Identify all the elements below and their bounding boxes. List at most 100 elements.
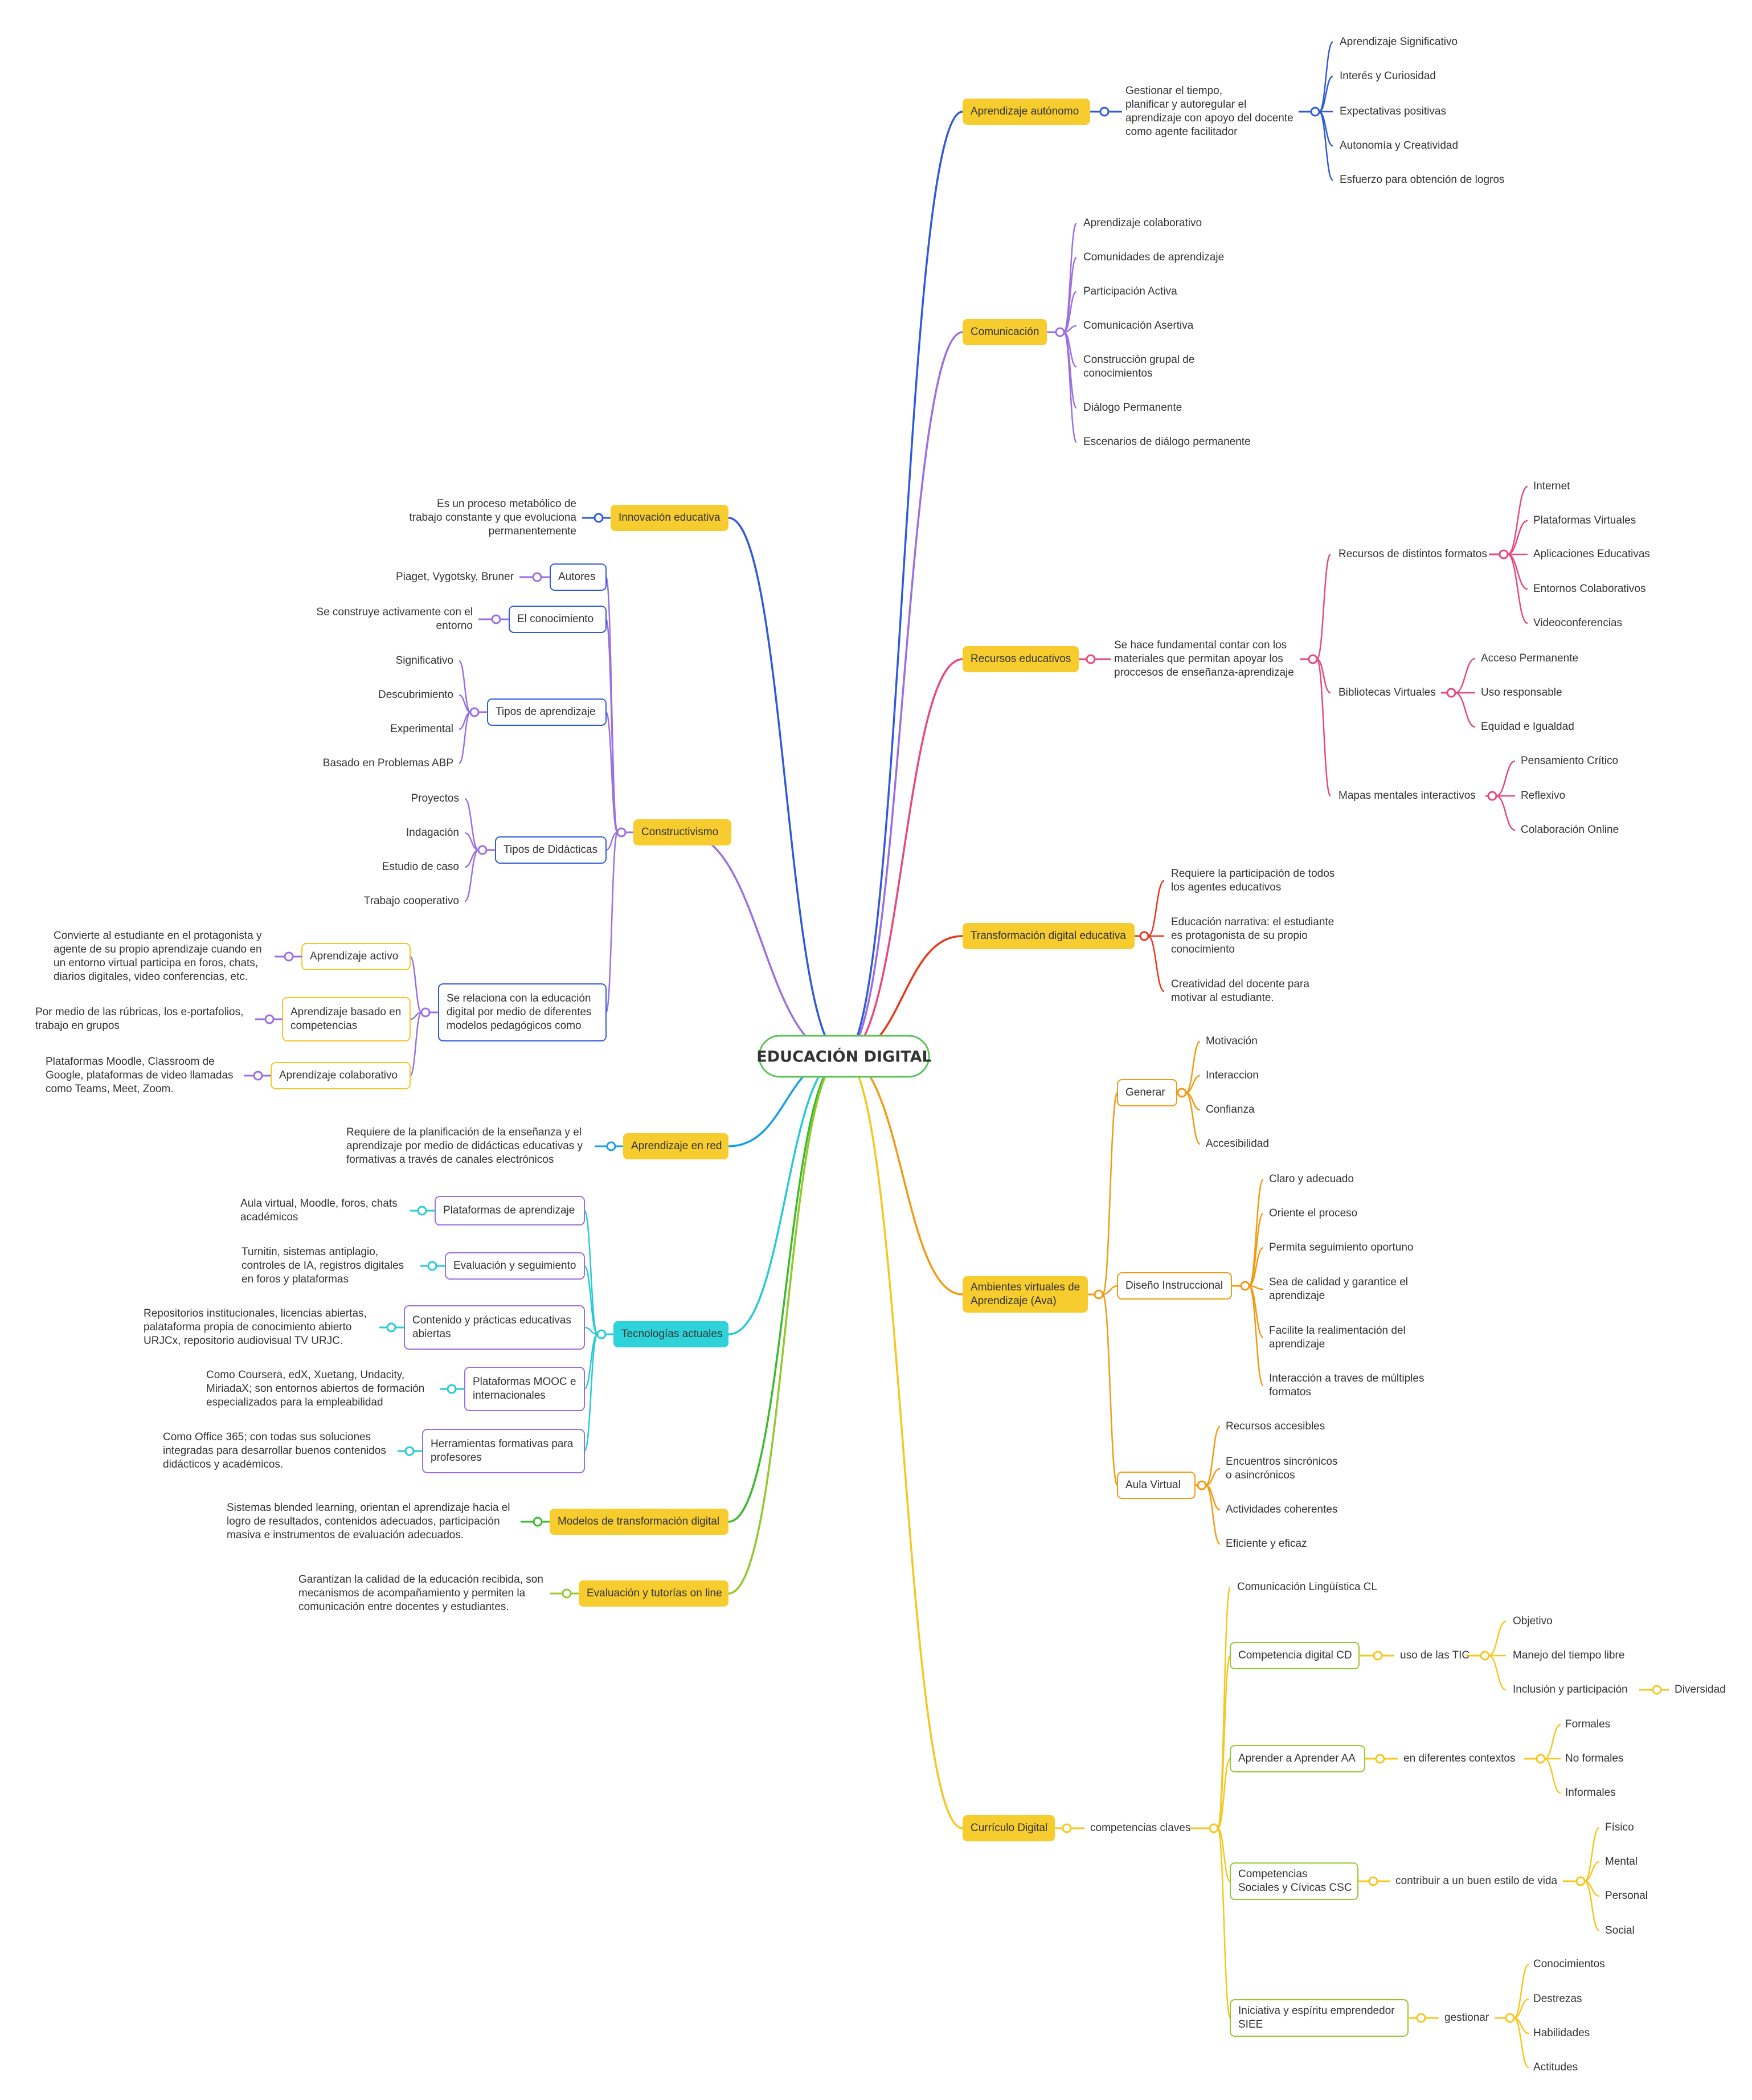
curriculo-cd[interactable]: Competencia digital CD [1230,1642,1360,1669]
collapse-toggle[interactable] [1575,1876,1586,1886]
collapse-toggle[interactable] [1652,1685,1662,1695]
collapse-toggle[interactable] [1308,654,1318,664]
node-comunicacion[interactable]: Comunicación [963,319,1047,345]
collapse-toggle[interactable] [1480,1650,1490,1661]
collapse-toggle[interactable] [593,513,604,523]
node-evaluacion-tutorias[interactable]: Evaluación y tutorías on line [579,1580,728,1607]
collapse-toggle[interactable] [1368,1876,1378,1886]
curriculo-aa[interactable]: Aprender a Aprender AA [1230,1745,1365,1772]
collapse-toggle[interactable] [469,707,480,717]
node-aprendizaje-en-red[interactable]: Aprendizaje en red [623,1133,728,1159]
collapse-toggle[interactable] [1446,688,1456,698]
ava-group-1[interactable]: Diseño Instruccional [1117,1272,1232,1300]
collapse-toggle[interactable] [1375,1754,1385,1764]
collapse-toggle[interactable] [253,1071,263,1081]
curriculo-csc-item-line: Mental [1605,1856,1638,1868]
relacion-modelo-2[interactable]: Aprendizaje colaborativo [271,1062,411,1089]
node-constructivismo[interactable]: Constructivismo [633,819,731,845]
collapse-toggle[interactable] [616,827,627,837]
collapse-toggle[interactable] [1209,1823,1219,1833]
aprendizaje-en-red-desc: Requiere de la planificación de la enseñ… [346,1126,583,1166]
collapse-toggle[interactable] [404,1446,415,1456]
collapse-toggle[interactable] [491,614,501,624]
node-modelos-transformacion-bg [550,1509,728,1535]
fan-line [1496,760,1516,797]
node-recursos-educativos-label-line: Recursos educativos [971,653,1071,665]
collapse-toggle[interactable] [386,1322,396,1333]
collapse-toggle[interactable] [1416,2013,1426,2023]
tecnologia-0[interactable]: Plataformas de aprendizaje [435,1196,585,1225]
node-recursos-educativos[interactable]: Recursos educativos [963,646,1079,672]
collapse-toggle[interactable] [1487,791,1497,801]
ava-group-2[interactable]: Aula Virtual [1117,1472,1196,1499]
ava-group-0[interactable]: Generar [1117,1079,1177,1106]
node-innovacion-educativa[interactable]: Innovación educativa [611,505,728,531]
ava-group-0-label: Generar [1125,1086,1165,1098]
node-modelos-transformacion[interactable]: Modelos de transformación digital [550,1509,728,1535]
collapse-toggle[interactable] [447,1384,457,1394]
collapse-toggle[interactable] [1086,654,1096,664]
fan-line [1248,1285,1264,1387]
collapse-toggle[interactable] [1536,1754,1546,1764]
constructivismo-conocimiento[interactable]: El conocimiento [509,606,607,633]
collapse-toggle[interactable] [1505,2013,1515,2023]
tecnologia-1[interactable]: Evaluación y seguimiento [445,1252,585,1280]
collapse-toggle[interactable] [420,1007,431,1018]
collapse-toggle[interactable] [1240,1281,1250,1291]
node-tecnologias-actuales-bg [613,1321,728,1347]
collapse-toggle[interactable] [1055,327,1065,337]
fan-line [1102,1285,1118,1296]
aprendizaje-autonomo-item: Aprendizaje Significativo [1340,36,1458,48]
modelos-desc: Sistemas blended learning, orientan el a… [227,1502,510,1541]
recursos-group-label: Recursos de distintos formatos [1338,548,1487,560]
collapse-toggle[interactable] [417,1206,427,1216]
tecnologia-2-label-line: abiertas [412,1328,451,1340]
root-node[interactable]: EDUCACIÓN DIGITAL [756,1035,932,1078]
collapse-toggle[interactable] [1062,1823,1072,1833]
node-transformacion-digital[interactable]: Transformación digital educativa [963,923,1135,949]
collapse-toggle[interactable] [562,1588,572,1599]
collapse-toggle[interactable] [264,1014,275,1024]
collapse-toggle[interactable] [596,1329,607,1339]
curriculo-siee-label-line: SIEE [1238,2019,1263,2030]
aprendizaje-autonomo-item: Autonomía y Creatividad [1340,140,1458,152]
curriculo-siee-item-line: Habilidades [1533,2027,1590,2039]
node-tecnologias-actuales[interactable]: Tecnologías actuales [613,1321,728,1347]
collapse-toggle[interactable] [1094,1289,1104,1300]
constructivismo-autores[interactable]: Autores [550,563,607,591]
node-curriculo-digital[interactable]: Currículo Digital [963,1815,1055,1841]
constructivismo-tipos-aprendizaje[interactable]: Tipos de aprendizaje [487,698,607,726]
relacion-modelo-0[interactable]: Aprendizaje activo [301,943,411,970]
curriculo-siee-item-line: Actitudes [1533,2061,1578,2073]
collapse-toggle[interactable] [1197,1480,1207,1490]
ava-item: Accesibilidad [1206,1138,1269,1150]
constructivismo-tipos-didacticas[interactable]: Tipos de Didácticas [495,836,607,864]
recursos-group-label-line: Bibliotecas Virtuales [1338,687,1436,698]
collapse-toggle[interactable] [606,1141,616,1151]
collapse-toggle[interactable] [1499,549,1509,559]
collapse-toggle[interactable] [427,1261,437,1271]
node-aprendizaje-autonomo[interactable]: Aprendizaje autónomo [963,99,1090,125]
collapse-toggle[interactable] [1177,1088,1187,1098]
collapse-toggle[interactable] [1139,931,1149,941]
collapse-toggle[interactable] [1099,107,1110,117]
collapse-toggle[interactable] [1373,1650,1383,1661]
tecnologia-desc-line: Repositorios institucionales, licencias … [144,1308,367,1319]
fan-line [458,660,472,713]
collapse-toggle[interactable] [532,572,542,582]
collapse-toggle[interactable] [477,845,488,855]
collapse-toggle[interactable] [284,951,294,962]
main-branch-left [728,1055,844,1523]
collapse-toggle[interactable] [533,1517,543,1527]
collapse-toggle[interactable] [1310,107,1320,117]
